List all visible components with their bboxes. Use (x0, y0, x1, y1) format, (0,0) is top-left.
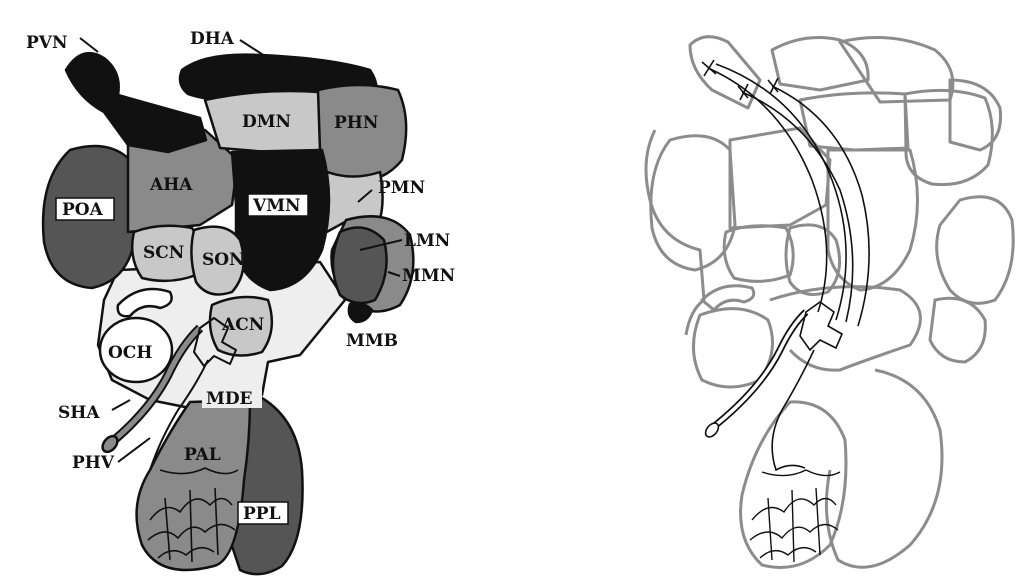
label-phv: PHV (72, 453, 115, 473)
outline-left-lobe (646, 130, 704, 335)
label-poa: POA (62, 200, 104, 220)
outline-mmn (930, 298, 985, 362)
outline-poa (651, 136, 735, 270)
outline-hook (702, 286, 754, 310)
right-panel-outline-map (646, 37, 1013, 568)
label-vmn: VMN (252, 196, 301, 216)
label-dha: DHA (190, 29, 235, 49)
label-lmn: LMN (404, 231, 450, 251)
label-acn: ACN (221, 315, 264, 335)
outline-pvn (690, 37, 760, 108)
label-aha: AHA (149, 175, 193, 195)
right-portal (772, 350, 814, 470)
outline-vmn (828, 150, 918, 290)
label-mmb: MMB (346, 331, 398, 351)
label-mmn: MMN (402, 266, 455, 286)
outline-right-mid (937, 197, 1014, 304)
outline-posterior (826, 370, 942, 567)
label-dmn: DMN (242, 112, 291, 132)
right-vessel-loops (800, 302, 842, 350)
region-mmb (349, 303, 372, 322)
fibre-cross-3 (768, 78, 778, 94)
label-pvn: PVN (26, 33, 68, 53)
fibre-cross-1 (702, 60, 716, 76)
label-phn: PHN (334, 113, 378, 133)
label-son: SON (202, 250, 245, 270)
label-ppl: PPL (243, 504, 281, 524)
region-lmn (333, 228, 387, 304)
label-mde: MDE (206, 389, 253, 409)
label-pmn: PMN (378, 178, 425, 198)
right-vessel-inner (712, 312, 806, 428)
label-sha: SHA (58, 403, 100, 423)
region-phn (318, 85, 406, 182)
region-pal (137, 400, 250, 570)
label-scn: SCN (143, 243, 184, 263)
outline-scn (724, 226, 793, 282)
label-och: OCH (108, 343, 152, 363)
label-pal: PAL (184, 445, 221, 465)
